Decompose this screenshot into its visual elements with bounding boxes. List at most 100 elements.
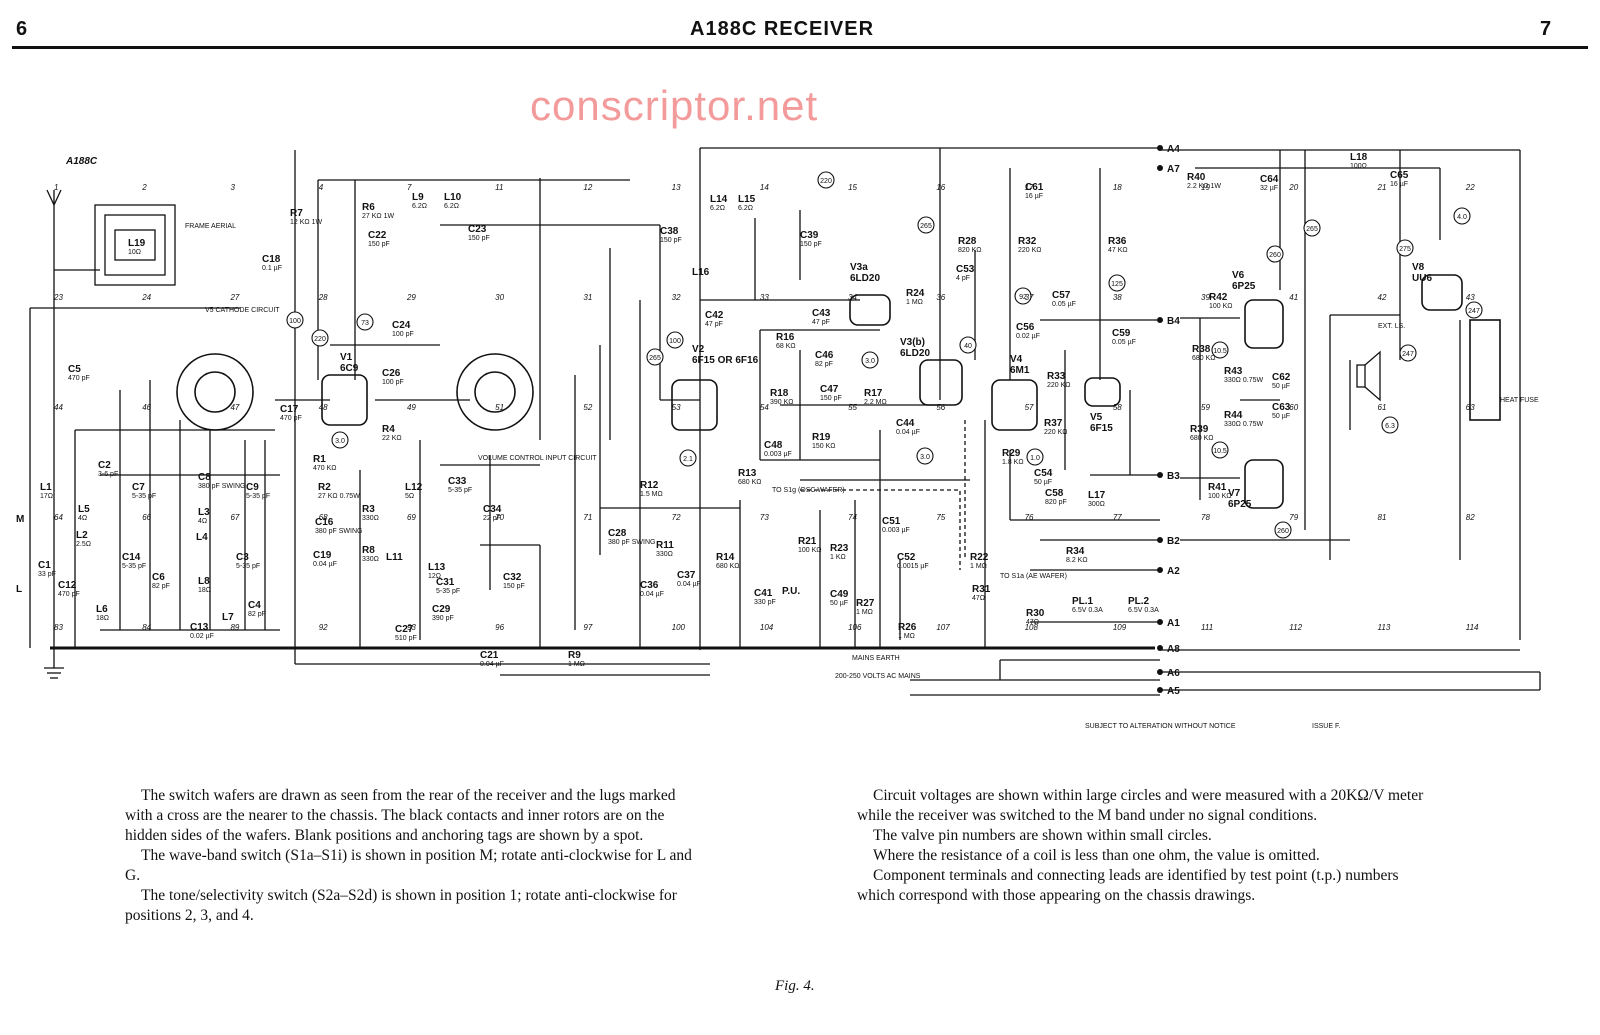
- test-point-number: 39: [1201, 293, 1210, 302]
- valve-v2: [671, 379, 718, 431]
- component-value-label: 1 MΩ: [970, 563, 987, 570]
- component-ref-label: R16: [776, 332, 795, 343]
- test-point-number: 16: [936, 183, 945, 192]
- component-ref-label: C57: [1052, 290, 1071, 301]
- voltage-reading: 220: [820, 178, 832, 185]
- valve-type-label: 6M1: [1010, 365, 1030, 376]
- component-value-label: 680 KΩ: [1192, 355, 1216, 362]
- component-value-label: 0.04 µF: [677, 581, 701, 588]
- test-point-number: 56: [936, 403, 945, 412]
- voltage-reading: 100: [289, 318, 301, 325]
- component-ref-label: R19: [812, 432, 831, 443]
- note-circuit-voltages: Circuit voltages are shown within large …: [857, 787, 1424, 824]
- component-ref-label: R41: [1208, 482, 1227, 493]
- component-value-label: 470 pF: [280, 415, 302, 422]
- test-point-number: 12: [583, 183, 592, 192]
- valve-v3a: [849, 294, 891, 326]
- component-ref-label: C52: [897, 552, 916, 563]
- component-value-label: 680 KΩ: [716, 563, 740, 570]
- test-point-number: 60: [1289, 403, 1298, 412]
- mains-earth-label: MAINS EARTH: [852, 655, 900, 662]
- component-value-label: 5Ω: [405, 493, 414, 500]
- component-ref-label: C9: [246, 482, 259, 493]
- test-point-number: 66: [142, 513, 151, 522]
- component-value-label: 18Ω: [96, 615, 109, 622]
- test-point-number: 37: [1025, 293, 1034, 302]
- component-value-label: 12Ω: [428, 573, 441, 580]
- test-point-number: 111: [1201, 623, 1213, 632]
- terminal-label: A5: [1167, 686, 1180, 697]
- component-ref-label: C19: [313, 550, 332, 561]
- valve-ref-label: V1: [340, 352, 353, 363]
- terminal-label: B4: [1167, 316, 1180, 327]
- component-value-label: 0.04 µF: [896, 429, 920, 436]
- component-ref-label: C49: [830, 589, 849, 600]
- valve-v1: [321, 374, 368, 426]
- component-value-label: 330Ω 0.75W: [1224, 377, 1263, 384]
- component-value-label: 5-35 pF: [436, 588, 460, 595]
- component-value-label: 47 KΩ: [1108, 247, 1128, 254]
- component-ref-label: C63: [1272, 402, 1291, 413]
- component-ref-label: L12: [405, 482, 423, 493]
- test-point-number: 13: [672, 183, 681, 192]
- component-ref-label: R24: [906, 288, 925, 299]
- test-point-number: 36: [936, 293, 945, 302]
- component-value-label: 150 pF: [503, 583, 525, 590]
- component-value-label: 5-35 pF: [246, 493, 270, 500]
- test-point-number: 97: [583, 623, 592, 632]
- test-point-number: 113: [1378, 623, 1391, 632]
- component-value-label: 8.2 KΩ: [1066, 557, 1088, 564]
- test-point-number: 92: [319, 623, 328, 632]
- component-ref-label: C13: [190, 622, 209, 633]
- component-ref-label: R18: [770, 388, 789, 399]
- voltage-reading: 220: [314, 336, 326, 343]
- component-ref-label: L2: [76, 530, 88, 541]
- component-value-label: 68 KΩ: [776, 343, 796, 350]
- component-value-label: 510 pF: [395, 635, 417, 642]
- test-point-number: 68: [319, 513, 328, 522]
- test-point-number: 14: [760, 183, 769, 192]
- valve-v7: [1244, 459, 1284, 509]
- voltage-reading: 3.0: [920, 454, 930, 461]
- band-l-label: L: [16, 584, 22, 595]
- component-ref-label: C5: [68, 364, 81, 375]
- component-value-label: 6.5V 0.3A: [1128, 607, 1159, 614]
- test-point-number: 81: [1378, 513, 1387, 522]
- component-value-label: 6.2Ω: [412, 203, 427, 210]
- voltage-reading: 125: [1111, 281, 1123, 288]
- component-ref-label: C51: [882, 516, 901, 527]
- component-ref-label: C6: [152, 572, 165, 583]
- voltage-reading: 247: [1402, 351, 1414, 358]
- note-valve-pins: The valve pin numbers are shown within s…: [873, 827, 1212, 844]
- component-value-label: 33 pF: [38, 571, 56, 578]
- valve-v3b: [1084, 377, 1121, 407]
- valve-type-label: 6F15: [1090, 423, 1113, 434]
- valve-ref-label: V8: [1412, 262, 1425, 273]
- test-point-number: 22: [1465, 183, 1475, 192]
- page-number-right: 7: [1540, 18, 1553, 40]
- valve-ref-label: V7: [1228, 488, 1241, 499]
- test-point-number: 67: [230, 513, 239, 522]
- voltage-reading: 265: [649, 355, 661, 362]
- component-value-label: 150 pF: [820, 395, 842, 402]
- component-ref-label: L5: [78, 504, 90, 515]
- component-ref-label: L13: [428, 562, 446, 573]
- component-value-label: 1 MΩ: [906, 299, 923, 306]
- pickup-label: P.U.: [782, 586, 800, 597]
- component-value-label: 6.2Ω: [738, 205, 753, 212]
- component-value-label: 0.04 µF: [640, 591, 664, 598]
- component-ref-label: L9: [412, 192, 424, 203]
- test-point-number: 107: [936, 623, 950, 632]
- ae-wafer-label: TO S1a (AE WAFER): [1000, 573, 1067, 580]
- component-ref-label: L3: [198, 507, 210, 518]
- test-point-number: 43: [1466, 293, 1475, 302]
- component-value-label: 2.2 MΩ: [864, 399, 887, 406]
- test-point-number: 15: [848, 183, 857, 192]
- test-point-number: 79: [1289, 513, 1298, 522]
- mains-supply-label: 200-250 VOLTS AC MAINS: [835, 673, 921, 680]
- component-ref-label: C47: [820, 384, 839, 395]
- test-point-number: 18: [1113, 183, 1122, 192]
- component-value-label: 390 KΩ: [770, 399, 794, 406]
